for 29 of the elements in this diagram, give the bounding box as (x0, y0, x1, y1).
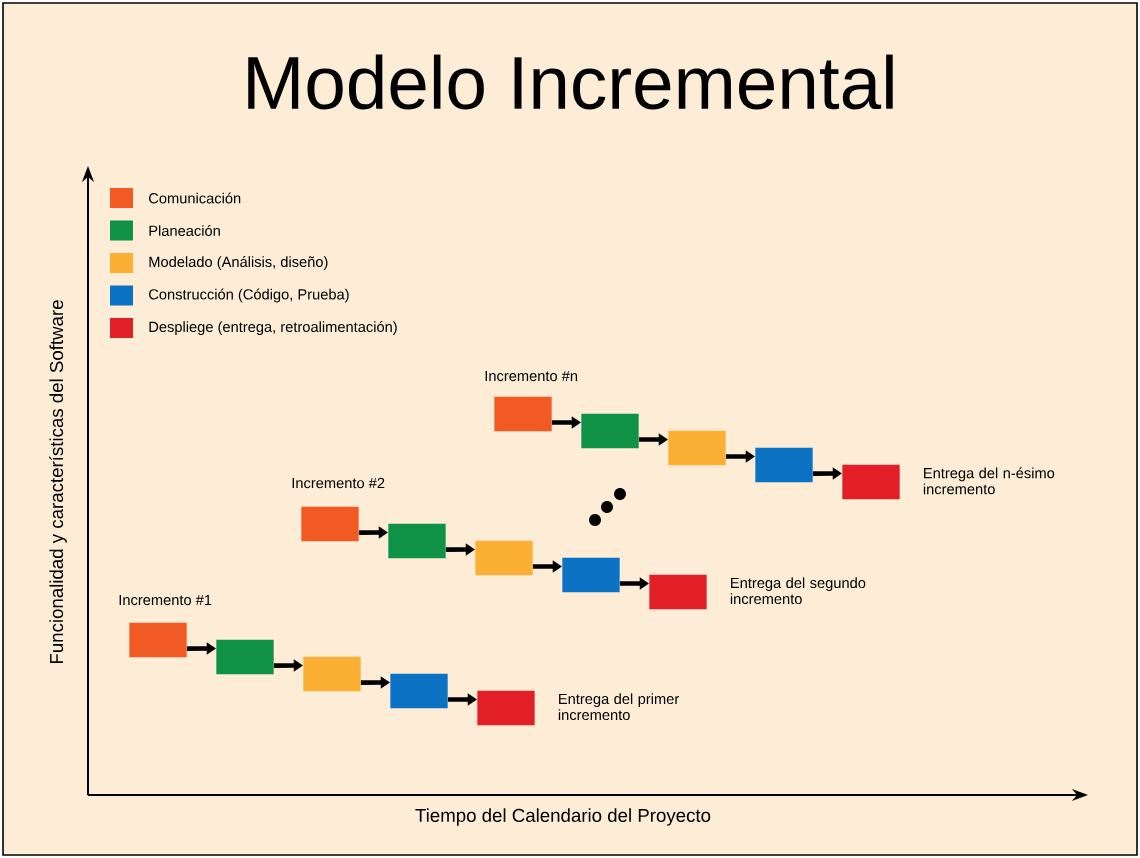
title: Modelo Incremental (248, 54, 893, 110)
process-box (649, 574, 707, 610)
process-box (562, 557, 620, 593)
process-box (494, 396, 552, 432)
delivery-note: Entrega del primer incremento (558, 693, 679, 721)
process-box (303, 656, 361, 692)
axis-label: Funcionalidad y características del Software (49, 300, 67, 664)
process-box (390, 673, 448, 709)
legend-label: Planeación (149, 225, 220, 236)
axis-label: Tiempo del Calendario del Proyecto (415, 808, 711, 826)
process-box (755, 447, 813, 483)
legend-label: Comunicación (149, 192, 241, 204)
process-box (842, 464, 900, 500)
process-box (129, 622, 187, 658)
process-box (216, 639, 274, 675)
delivery-note: Entrega del segundo incremento (730, 577, 866, 605)
process-box (301, 506, 359, 542)
process-box (388, 523, 446, 559)
process-box (581, 413, 639, 449)
increment-label: Incremento #n (485, 370, 578, 382)
process-box (477, 690, 535, 726)
delivery-note: Entrega del n-ésimo incremento (923, 467, 1055, 495)
process-box (668, 430, 726, 466)
increment-label: Incremento #2 (292, 477, 385, 489)
legend-label: Modelado (Análisis, diseño) (149, 256, 328, 270)
process-box (475, 540, 533, 576)
increment-label: Incremento #1 (119, 594, 212, 606)
legend-label: Construcción (Código, Prueba) (149, 288, 349, 303)
legend-label: Despliege (entrega, retroalimentación) (149, 321, 397, 335)
